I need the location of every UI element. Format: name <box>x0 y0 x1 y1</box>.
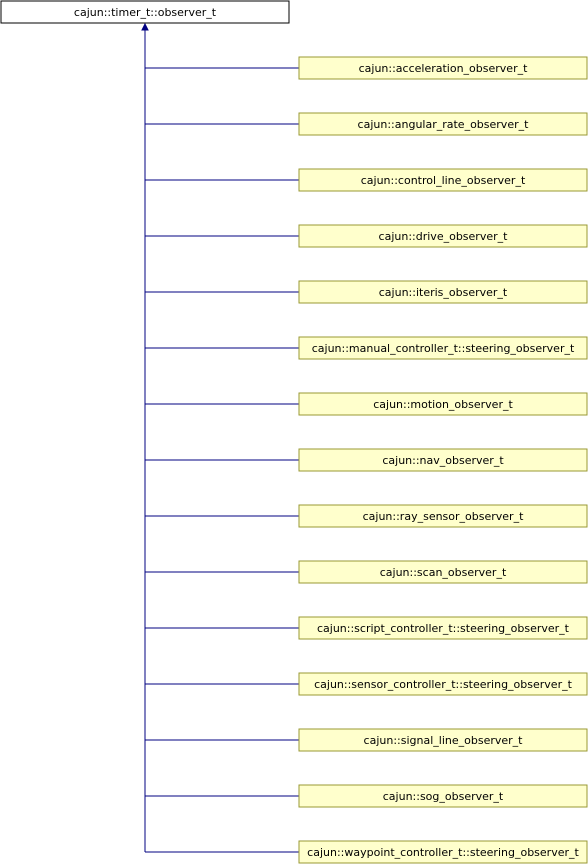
derived-class-node[interactable]: cajun::script_controller_t::steering_obs… <box>298 616 588 640</box>
derived-class-node[interactable]: cajun::sensor_controller_t::steering_obs… <box>298 672 588 696</box>
root-class-label: cajun::timer_t::observer_t <box>74 6 217 19</box>
derived-class-box <box>298 840 588 864</box>
derived-class-node[interactable]: cajun::sog_observer_t <box>298 784 588 808</box>
root-class-box <box>0 0 290 24</box>
derived-class-box <box>298 784 588 808</box>
derived-class-node[interactable]: cajun::nav_observer_t <box>298 448 588 472</box>
derived-class-label: cajun::sensor_controller_t::steering_obs… <box>314 678 572 691</box>
derived-class-box <box>298 56 588 80</box>
derived-class-label: cajun::acceleration_observer_t <box>359 62 528 75</box>
derived-class-node[interactable]: cajun::signal_line_observer_t <box>298 728 588 752</box>
derived-class-box <box>298 448 588 472</box>
derived-class-node[interactable]: cajun::waypoint_controller_t::steering_o… <box>298 840 588 864</box>
derived-class-label: cajun::iteris_observer_t <box>379 286 508 299</box>
derived-class-label: cajun::ray_sensor_observer_t <box>363 510 524 523</box>
derived-class-node[interactable]: cajun::iteris_observer_t <box>298 280 588 304</box>
derived-class-label: cajun::angular_rate_observer_t <box>358 118 530 131</box>
derived-class-box <box>298 112 588 136</box>
derived-class-label: cajun::sog_observer_t <box>383 790 504 803</box>
derived-class-box <box>298 560 588 584</box>
derived-class-label: cajun::nav_observer_t <box>382 454 504 467</box>
derived-class-label: cajun::manual_controller_t::steering_obs… <box>312 342 575 355</box>
derived-class-box <box>298 616 588 640</box>
derived-class-node[interactable]: cajun::control_line_observer_t <box>298 168 588 192</box>
derived-class-node[interactable]: cajun::drive_observer_t <box>298 224 588 248</box>
derived-class-box <box>298 504 588 528</box>
root-class-node[interactable]: cajun::timer_t::observer_t <box>0 0 290 24</box>
derived-class-label: cajun::scan_observer_t <box>380 566 507 579</box>
derived-class-box <box>298 728 588 752</box>
derived-class-node[interactable]: cajun::motion_observer_t <box>298 392 588 416</box>
derived-class-node[interactable]: cajun::scan_observer_t <box>298 560 588 584</box>
derived-class-box <box>298 280 588 304</box>
derived-class-box <box>298 224 588 248</box>
inheritance-edges <box>141 22 299 853</box>
derived-class-nodes: cajun::acceleration_observer_tcajun::ang… <box>298 56 588 864</box>
derived-class-label: cajun::script_controller_t::steering_obs… <box>317 622 570 635</box>
derived-class-node[interactable]: cajun::acceleration_observer_t <box>298 56 588 80</box>
derived-class-node[interactable]: cajun::manual_controller_t::steering_obs… <box>298 336 588 360</box>
derived-class-label: cajun::control_line_observer_t <box>361 174 526 187</box>
derived-class-label: cajun::motion_observer_t <box>373 398 513 411</box>
derived-class-node[interactable]: cajun::angular_rate_observer_t <box>298 112 588 136</box>
derived-class-box <box>298 336 588 360</box>
derived-class-node[interactable]: cajun::ray_sensor_observer_t <box>298 504 588 528</box>
derived-class-box <box>298 392 588 416</box>
derived-class-box <box>298 672 588 696</box>
derived-class-label: cajun::signal_line_observer_t <box>364 734 524 747</box>
inheritance-arrowhead-icon <box>141 22 149 31</box>
derived-class-label: cajun::waypoint_controller_t::steering_o… <box>307 846 579 859</box>
derived-class-box <box>298 168 588 192</box>
derived-class-label: cajun::drive_observer_t <box>379 230 509 243</box>
